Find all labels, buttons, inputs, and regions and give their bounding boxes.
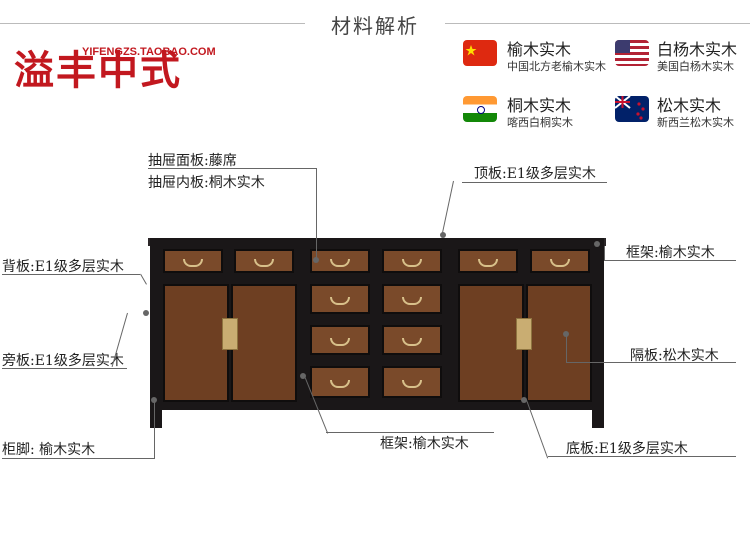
cabinet-door-left-1 — [163, 284, 229, 402]
cabinet-drawer — [382, 249, 442, 273]
cabinet-drawer — [382, 284, 442, 314]
cabinet-drawer — [458, 249, 518, 273]
cabinet-drawer — [310, 366, 370, 398]
leader-dot — [440, 232, 446, 238]
drawer-handle-icon — [330, 338, 350, 346]
leader-line — [2, 368, 127, 369]
drawer-handle-icon — [330, 380, 350, 388]
nz-flag-icon — [614, 95, 649, 122]
drawer-handle-icon — [402, 259, 422, 267]
leader-dot — [563, 331, 569, 337]
leader-line — [604, 246, 605, 260]
leader-line — [140, 273, 147, 285]
leader-dot — [151, 397, 157, 403]
leader-line — [548, 456, 736, 457]
leader-dot — [300, 373, 306, 379]
material-desc: 美国白杨木实木 — [657, 60, 734, 73]
material-name: 榆木实木 — [507, 40, 572, 59]
cabinet-drawer — [530, 249, 590, 273]
leader-line — [2, 458, 154, 459]
cabinet-drawer — [310, 284, 370, 314]
leader-dot — [521, 397, 527, 403]
callout-side-panel: 旁板:E1级多层实木 — [2, 353, 124, 369]
cabinet-drawer — [310, 325, 370, 355]
leader-dot — [313, 257, 319, 263]
drawer-handle-icon — [478, 259, 498, 267]
leader-line — [566, 334, 567, 363]
callout-legs: 柜脚: 榆木实木 — [2, 442, 96, 458]
leader-line — [441, 180, 454, 234]
leader-dot — [143, 310, 149, 316]
material-name: 桐木实木 — [507, 96, 572, 115]
india-flag-icon — [463, 96, 497, 122]
material-desc: 中国北方老榆木实木 — [507, 60, 606, 73]
cabinet-drawer — [163, 249, 223, 273]
callout-bottom-panel: 底板:E1级多层实木 — [566, 441, 688, 457]
material-name: 松木实木 — [657, 96, 722, 115]
leader-line — [316, 168, 317, 260]
door-hinge-icon — [516, 318, 532, 350]
cabinet-drawer — [382, 366, 442, 398]
cabinet-door-right-1 — [458, 284, 524, 402]
callout-drawer-face: 抽屉面板:藤席 — [148, 153, 237, 169]
title-divider-right — [445, 23, 750, 24]
drawer-handle-icon — [330, 297, 350, 305]
leader-line — [604, 260, 736, 261]
leader-line — [2, 274, 140, 275]
leader-line — [566, 362, 736, 363]
material-name: 白杨木实木 — [657, 40, 738, 59]
cabinet-leg-left — [150, 408, 162, 428]
callout-frame-right: 框架:榆木实木 — [626, 245, 715, 261]
callout-top-panel: 顶板:E1级多层实木 — [474, 166, 596, 182]
cabinet-drawer — [382, 325, 442, 355]
leader-line — [462, 182, 607, 183]
leader-line — [326, 432, 494, 433]
drawer-handle-icon — [402, 338, 422, 346]
leader-dot — [594, 241, 600, 247]
drawer-handle-icon — [402, 297, 422, 305]
drawer-handle-icon — [550, 259, 570, 267]
drawer-handle-icon — [330, 259, 350, 267]
nz-flag-stars — [614, 95, 645, 120]
drawer-handle-icon — [183, 259, 203, 267]
usa-flag-canton — [615, 40, 630, 53]
cabinet-drawer — [234, 249, 294, 273]
brand-url: YIFENGZS.TAOBAO.COM — [82, 46, 216, 58]
callout-back-panel: 背板:E1级多层实木 — [2, 259, 124, 275]
cabinet-door-left-2 — [231, 284, 297, 402]
drawer-handle-icon — [254, 259, 274, 267]
material-desc: 喀西白桐实木 — [507, 116, 573, 129]
usa-flag-icon — [615, 40, 649, 66]
callout-divider: 隔板:松木实木 — [630, 348, 719, 364]
material-legend: 榆木实木 中国北方老榆木实木 白杨木实木 美国白杨木实木 桐木实木 喀西白桐实木… — [463, 36, 748, 129]
section-title: 材料解析 — [331, 14, 419, 38]
drawer-handle-icon — [402, 380, 422, 388]
india-flag-wheel — [477, 106, 485, 114]
title-divider-left — [0, 23, 305, 24]
china-flag-icon — [463, 40, 497, 66]
leader-line — [154, 400, 155, 459]
callout-drawer-inner: 抽屉内板:桐木实木 — [148, 175, 265, 191]
callout-frame-bottom: 框架:榆木实木 — [380, 436, 469, 452]
cabinet-leg-right — [592, 408, 604, 428]
material-desc: 新西兰松木实木 — [657, 116, 734, 129]
china-flag-stars — [465, 45, 477, 56]
brand-logo: 溢丰中式 — [14, 47, 182, 94]
cabinet-drawer — [310, 249, 370, 273]
cabinet-door-right-2 — [526, 284, 592, 402]
door-hinge-icon — [222, 318, 238, 350]
leader-line — [148, 168, 316, 169]
